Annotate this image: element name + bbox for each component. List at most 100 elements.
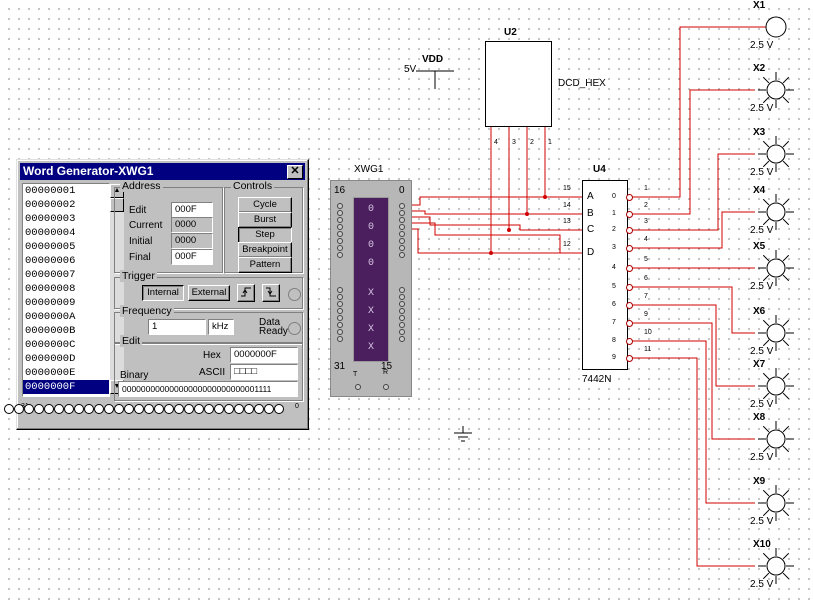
xwg-pin[interactable] (337, 238, 343, 244)
title-bar[interactable]: Word Generator-XWG1 ✕ (20, 163, 305, 180)
word-list-item[interactable]: 00000003 (25, 213, 76, 225)
word-list-item[interactable]: 00000007 (25, 269, 76, 281)
u4-output-pin[interactable] (626, 284, 633, 291)
output-pin[interactable] (74, 404, 84, 414)
frequency-field[interactable]: 1 (148, 319, 206, 335)
word-list-item[interactable]: 00000005 (25, 241, 76, 253)
xwg-pin[interactable] (337, 336, 343, 342)
output-pin[interactable] (4, 404, 14, 414)
u4-output-pin[interactable] (626, 265, 633, 272)
output-pin[interactable] (204, 404, 214, 414)
internal-trigger-button[interactable]: Internal (142, 285, 184, 301)
output-pin[interactable] (264, 404, 274, 414)
xwg-pin[interactable] (399, 336, 405, 342)
xwg-ready-pin[interactable] (383, 384, 389, 390)
output-pin[interactable] (94, 404, 104, 414)
rising-edge-button[interactable] (237, 284, 255, 302)
xwg-pin[interactable] (399, 217, 405, 223)
xwg-pin[interactable] (399, 315, 405, 321)
output-pin[interactable] (174, 404, 184, 414)
u4-output-pin[interactable] (626, 302, 633, 309)
external-trigger-button[interactable]: External (188, 285, 230, 301)
cycle-button[interactable]: Cycle (238, 197, 292, 213)
breakpoint-button[interactable]: Breakpoint (238, 242, 292, 258)
xwg-pin[interactable] (399, 238, 405, 244)
probe-lamp[interactable] (766, 258, 786, 278)
ascii-field[interactable]: □□□□ (230, 364, 298, 380)
xwg-pin[interactable] (337, 301, 343, 307)
output-pin[interactable] (34, 404, 44, 414)
word-list-item[interactable]: 00000009 (25, 297, 76, 309)
xwg-trigger-pin[interactable] (355, 384, 361, 390)
probe-lamp[interactable] (766, 323, 786, 343)
word-list-item[interactable]: 00000002 (25, 199, 76, 211)
u4-output-pin[interactable] (626, 355, 633, 362)
xwg-pin[interactable] (399, 287, 405, 293)
xwg-pin[interactable] (399, 210, 405, 216)
output-pin[interactable] (44, 404, 54, 414)
xwg-pin[interactable] (399, 203, 405, 209)
u4-output-pin[interactable] (626, 194, 633, 201)
xwg-pin[interactable] (337, 294, 343, 300)
probe-lamp[interactable] (766, 80, 786, 100)
word-list-item[interactable]: 0000000A (25, 311, 76, 323)
word-list-item[interactable]: 00000006 (25, 255, 76, 267)
output-pin[interactable] (184, 404, 194, 414)
falling-edge-button[interactable] (262, 284, 280, 302)
step-button[interactable]: Step (238, 227, 292, 243)
u4-output-pin[interactable] (626, 320, 633, 327)
u4-output-pin[interactable] (626, 211, 633, 218)
word-list-item[interactable]: 0000000F (23, 380, 109, 394)
output-pin[interactable] (154, 404, 164, 414)
xwg-pin[interactable] (337, 224, 343, 230)
xwg-pin[interactable] (337, 322, 343, 328)
output-pin[interactable] (64, 404, 74, 414)
word-list-item[interactable]: 0000000D (25, 353, 76, 365)
output-pin[interactable] (244, 404, 254, 414)
xwg-pin[interactable] (399, 301, 405, 307)
xwg-pin[interactable] (399, 322, 405, 328)
output-pin[interactable] (24, 404, 34, 414)
output-pin[interactable] (214, 404, 224, 414)
xwg-pin[interactable] (337, 210, 343, 216)
probe-lamp[interactable] (766, 556, 786, 576)
output-pin[interactable] (124, 404, 134, 414)
xwg-pin[interactable] (399, 329, 405, 335)
xwg-pin[interactable] (399, 245, 405, 251)
final-address-field[interactable]: 000F (171, 249, 213, 265)
close-button[interactable]: ✕ (287, 165, 303, 179)
output-pin[interactable] (274, 404, 284, 414)
xwg-pin[interactable] (399, 294, 405, 300)
seven-segment-display-u2[interactable] (485, 41, 552, 127)
probe-lamp[interactable] (766, 144, 786, 164)
scroll-thumb[interactable] (110, 198, 124, 212)
output-pin[interactable] (194, 404, 204, 414)
probe-lamp[interactable] (766, 429, 786, 449)
xwg-pin[interactable] (337, 315, 343, 321)
output-pin[interactable] (224, 404, 234, 414)
word-list-item[interactable]: 0000000C (25, 339, 76, 351)
xwg-pin[interactable] (399, 252, 405, 258)
edit-address-field[interactable]: 000F (171, 202, 213, 218)
output-pin[interactable] (144, 404, 154, 414)
word-list-item[interactable]: 00000004 (25, 227, 76, 239)
xwg-pin[interactable] (337, 217, 343, 223)
probe-lamp[interactable] (766, 493, 786, 513)
output-pin[interactable] (104, 404, 114, 414)
frequency-unit[interactable]: kHz (208, 319, 234, 335)
probe-lamp[interactable] (766, 202, 786, 222)
xwg-pin[interactable] (337, 287, 343, 293)
word-list-item[interactable]: 00000001 (25, 185, 76, 197)
pattern-button[interactable]: Pattern (238, 257, 292, 273)
decoder-ic-u4[interactable] (582, 180, 628, 370)
word-list-item[interactable]: 00000008 (25, 283, 76, 295)
xwg-pin[interactable] (399, 224, 405, 230)
xwg-pin[interactable] (337, 245, 343, 251)
xwg-pin[interactable] (337, 203, 343, 209)
word-list-item[interactable]: 0000000E (25, 367, 76, 379)
binary-field[interactable]: 00000000000000000000000000001111 (118, 381, 298, 397)
output-pin[interactable] (114, 404, 124, 414)
xwg-pin[interactable] (337, 252, 343, 258)
u4-output-pin[interactable] (626, 338, 633, 345)
